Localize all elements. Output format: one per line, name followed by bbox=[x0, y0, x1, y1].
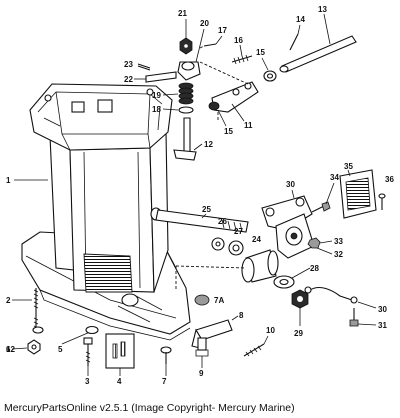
callout-13: 13 bbox=[318, 5, 327, 14]
retainer-20 bbox=[177, 61, 201, 81]
callout-25: 25 bbox=[202, 205, 211, 214]
stud-2 bbox=[33, 288, 39, 330]
callout-19: 19 bbox=[152, 91, 161, 100]
callout-18: 18 bbox=[152, 105, 161, 114]
cover-plate-35 bbox=[339, 169, 377, 219]
callout-30-lower: 30 bbox=[378, 305, 387, 314]
washer-5 bbox=[32, 326, 44, 334]
mount-housing-32 bbox=[275, 213, 315, 259]
callout-1: 1 bbox=[6, 176, 11, 185]
hose-8 bbox=[195, 319, 233, 341]
shift-lever-11 bbox=[208, 81, 259, 113]
callout-10: 10 bbox=[266, 326, 275, 335]
callout-2: 2 bbox=[6, 296, 11, 305]
callout-17: 17 bbox=[218, 26, 227, 35]
callout-9: 9 bbox=[199, 369, 204, 378]
callout-31: 31 bbox=[378, 321, 387, 330]
callout-33: 33 bbox=[334, 237, 343, 246]
callout-11: 11 bbox=[244, 121, 253, 130]
bolt-25 bbox=[150, 207, 249, 233]
bolt-3 bbox=[83, 337, 93, 366]
callout-12: 12 bbox=[204, 140, 213, 149]
dowel-set-4 bbox=[105, 333, 135, 369]
callout-34: 34 bbox=[330, 173, 339, 182]
callout-35: 35 bbox=[344, 162, 353, 171]
cotter-pin-23 bbox=[137, 63, 151, 71]
fitting-9 bbox=[195, 337, 209, 357]
pin-10 bbox=[243, 343, 265, 357]
callout-21: 21 bbox=[178, 9, 187, 18]
spring-19 bbox=[178, 82, 194, 105]
nut-29 bbox=[291, 289, 309, 309]
callout-24: 24 bbox=[252, 235, 261, 244]
callout-6b: 6 bbox=[6, 345, 11, 354]
pin-22 bbox=[145, 71, 177, 83]
callout-6: 12 bbox=[6, 345, 15, 354]
spring-16 bbox=[231, 54, 253, 65]
callout-23: 23 bbox=[124, 60, 133, 69]
nut-33 bbox=[307, 237, 321, 249]
bolt-7 bbox=[160, 346, 172, 364]
callout-26: 26 bbox=[218, 217, 227, 226]
callout-3: 3 bbox=[85, 377, 90, 386]
screw-36 bbox=[378, 193, 386, 210]
exploded-parts-diagram: 1 2 12 6 5 3 4 7 7A 8 bbox=[6, 5, 394, 386]
callout-7a: 7A bbox=[214, 296, 224, 305]
callout-27: 27 bbox=[234, 227, 243, 236]
image-caption: MercuryPartsOnline v2.5.1 (Image Copyrig… bbox=[4, 402, 295, 414]
bushing-15-upper bbox=[263, 70, 277, 82]
callout-28: 28 bbox=[310, 264, 319, 273]
callout-8: 8 bbox=[239, 311, 244, 320]
pin-17 bbox=[203, 43, 217, 47]
callout-29: 29 bbox=[294, 329, 303, 338]
callout-20: 20 bbox=[200, 19, 209, 28]
callout-22: 22 bbox=[124, 75, 133, 84]
callout-32: 32 bbox=[334, 250, 343, 259]
callout-15-lower: 15 bbox=[224, 127, 233, 136]
callout-36: 36 bbox=[385, 175, 394, 184]
bolt-34 bbox=[311, 201, 331, 213]
callout-15-upper: 15 bbox=[256, 48, 265, 57]
cotter-pin-14 bbox=[289, 33, 299, 51]
nut-21 bbox=[179, 37, 193, 55]
shift-shaft-12 bbox=[173, 117, 197, 161]
callout-14: 14 bbox=[296, 15, 305, 24]
callout-5: 5 bbox=[58, 345, 63, 354]
callout-7: 7 bbox=[162, 377, 167, 386]
washer-18 bbox=[178, 106, 194, 114]
callout-4: 4 bbox=[117, 377, 122, 386]
driveshaft-housing bbox=[21, 83, 191, 341]
plug-7a bbox=[194, 294, 210, 306]
rubber-mount-24 bbox=[241, 249, 279, 283]
ground-strap-30-lower bbox=[304, 286, 358, 304]
callout-30-upper: 30 bbox=[286, 180, 295, 189]
callout-16: 16 bbox=[234, 36, 243, 45]
screw-31 bbox=[349, 308, 359, 327]
shift-rod-13 bbox=[279, 35, 357, 73]
